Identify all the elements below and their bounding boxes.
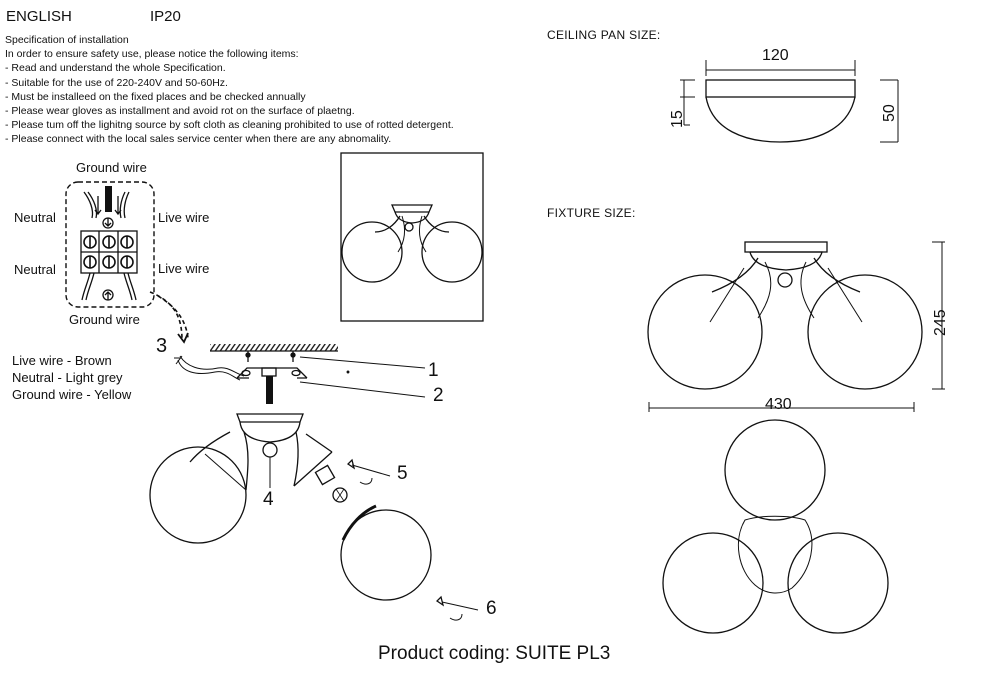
live-wire-label-1: Live wire <box>158 210 210 225</box>
fixture-size-label: FIXTURE SIZE: <box>547 206 636 220</box>
terminal-block-diagram <box>65 181 189 344</box>
product-coding: Product coding: SUITE PL3 <box>378 643 611 664</box>
step-1-label: 1 <box>428 360 439 381</box>
legend-live: Live wire - Brown <box>12 353 112 368</box>
ip-rating: IP20 <box>150 8 181 25</box>
step-4-label: 4 <box>263 489 274 510</box>
step-2-label: 2 <box>433 385 444 406</box>
neutral-label-2: Neutral <box>14 262 56 277</box>
step-3-label: 3 <box>156 335 167 357</box>
exploded-fixture-diagram <box>149 413 479 621</box>
ground-wire-bottom-label: Ground wire <box>69 312 140 327</box>
terminal-screws <box>83 235 134 269</box>
spec-line: - Please tum off the lighitng source by … <box>5 119 454 132</box>
fixture-top-drawing <box>662 419 889 634</box>
spec-line: - Read and understand the whole Specific… <box>5 62 226 75</box>
language-label: ENGLISH <box>6 8 72 25</box>
mounting-bracket-diagram <box>174 344 426 404</box>
spec-line: - Please connect with the local sales se… <box>5 133 392 146</box>
ceiling-pan-size-label: CEILING PAN SIZE: <box>547 28 661 42</box>
spec-line: - Must be installeed on the fixed places… <box>5 90 306 103</box>
fixture-height: 245 <box>932 309 949 336</box>
step-6-label: 6 <box>486 598 497 619</box>
legend-neutral: Neutral - Light grey <box>12 370 123 385</box>
fixture-side-drawing <box>647 241 945 412</box>
specification-block: Specification of installation In order t… <box>5 33 454 147</box>
fixture-width: 430 <box>765 396 792 413</box>
legend-ground: Ground wire - Yellow <box>12 387 132 402</box>
spec-line: In order to ensure safety use, please no… <box>5 48 299 61</box>
wire-color-legend: Live wire - Brown Neutral - Light grey G… <box>12 352 131 403</box>
specification-title: Specification of installation <box>5 34 129 46</box>
spec-line: - Suitable for the use of 220-240V and 5… <box>5 76 228 89</box>
product-preview <box>340 152 484 322</box>
live-wire-label-2: Live wire <box>158 261 210 276</box>
spec-line: - Please wear gloves as installment and … <box>5 105 355 118</box>
neutral-label-1: Neutral <box>14 210 56 225</box>
ground-wire-top-label: Ground wire <box>76 160 147 175</box>
ceiling-pan-height-left: 15 <box>669 110 686 128</box>
ceiling-pan-drawing <box>680 60 899 143</box>
ceiling-pan-width: 120 <box>762 47 789 64</box>
step-5-label: 5 <box>397 463 408 484</box>
ceiling-pan-height-right: 50 <box>881 104 898 122</box>
